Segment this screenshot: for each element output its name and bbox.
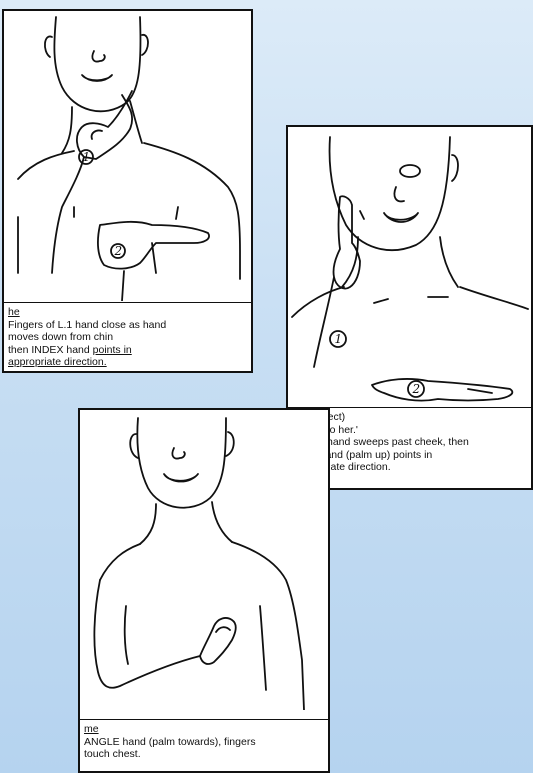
me-word: me: [84, 723, 323, 736]
me-line-1: ANGLE hand (palm towards), fingers: [84, 736, 323, 749]
her-hand-2: [372, 379, 512, 401]
he-line-4: appropriate direction.: [8, 356, 246, 369]
me-mouth: [164, 474, 198, 482]
he-illustration: 1 2: [4, 11, 251, 301]
me-nose: [172, 448, 184, 459]
me-torso-right: [260, 606, 266, 690]
me-ear-right: [226, 432, 234, 456]
me-caption: me ANGLE hand (palm towards), fingers to…: [80, 719, 328, 771]
sign-card-he: 1 2 he Fingers of L.1 hand close as hand…: [2, 9, 253, 373]
her-jaw-mark: [360, 211, 364, 219]
me-shoulders: [100, 542, 304, 710]
her-illustration: 1 2: [288, 127, 531, 410]
her-collarbone: [374, 297, 448, 303]
he-neck: [62, 107, 72, 153]
her-marker-2: 2: [412, 382, 421, 396]
he-line-3: then INDEX hand: [8, 344, 93, 356]
he-hand-2: [98, 222, 209, 301]
he-mouth: [82, 75, 112, 81]
he-ear-right: [142, 35, 148, 55]
he-torso-lines: [74, 207, 178, 219]
he-line-1: Fingers of L.1 hand close as hand: [8, 319, 246, 332]
me-line-2: touch chest.: [84, 748, 323, 761]
he-line-3-underlined: points in: [93, 344, 132, 356]
he-line-2: moves down from chin: [8, 331, 246, 344]
he-head-outline: [54, 17, 140, 111]
me-illustration: [80, 410, 328, 710]
her-ear-right: [452, 155, 458, 181]
her-mouth: [384, 213, 418, 222]
her-shoulders: [292, 287, 528, 317]
he-marker-2: 2: [114, 244, 123, 258]
he-caption: he Fingers of L.1 hand close as hand mov…: [4, 302, 251, 371]
he-shoulders: [18, 143, 240, 279]
her-nose: [394, 187, 404, 201]
me-arm-left: [94, 580, 200, 688]
me-head-outline: [137, 418, 226, 508]
he-ear-left: [45, 36, 52, 57]
sign-card-me: me ANGLE hand (palm towards), fingers to…: [78, 408, 330, 773]
he-word: he: [8, 306, 246, 319]
her-marker-1: 1: [335, 332, 343, 346]
her-head-outline: [330, 137, 450, 250]
me-arm-left-inner: [125, 606, 128, 664]
me-hand: [200, 618, 236, 664]
he-marker-1: 1: [83, 150, 91, 164]
he-nose: [92, 51, 104, 62]
her-eye: [400, 165, 420, 177]
